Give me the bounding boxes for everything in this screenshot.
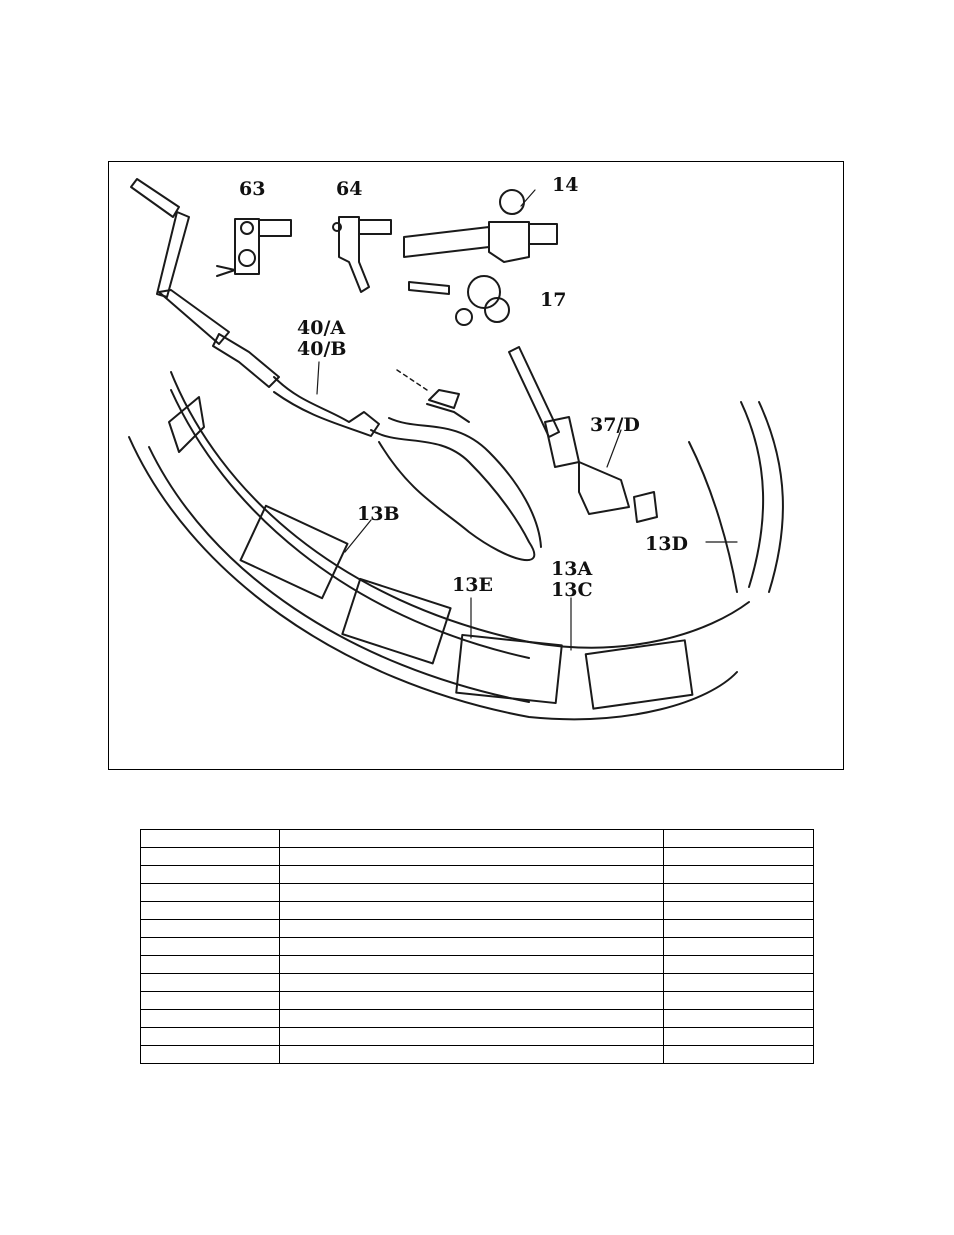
part-17-drawing <box>408 275 510 326</box>
parts-table-body <box>140 829 814 1064</box>
table-cell <box>140 1045 280 1064</box>
flexible-shaft-drawing <box>370 369 542 562</box>
table-cell <box>663 883 814 902</box>
table-row <box>140 937 814 956</box>
part-14-drawing <box>403 189 558 263</box>
table-cell <box>663 901 814 920</box>
table-row <box>140 919 814 938</box>
table-row <box>140 955 814 974</box>
parts-table <box>140 829 814 1064</box>
table-row <box>140 973 814 992</box>
table-cell <box>140 1009 280 1028</box>
table-cell <box>663 937 814 956</box>
callout-13a: 13A <box>551 558 592 580</box>
table-row <box>140 829 814 848</box>
parts-diagram: 63 64 14 17 40/A 40/B 37/D 13B 13D 13E 1… <box>128 174 784 721</box>
table-cell <box>140 991 280 1010</box>
callout-13b: 13B <box>357 503 400 525</box>
callout-64: 64 <box>336 178 362 200</box>
table-row <box>140 901 814 920</box>
table-cell <box>279 991 664 1010</box>
callout-17: 17 <box>540 289 566 311</box>
table-cell <box>279 919 664 938</box>
table-cell <box>663 1009 814 1028</box>
table-cell <box>140 919 280 938</box>
callout-63: 63 <box>239 178 265 200</box>
table-row <box>140 865 814 884</box>
table-cell <box>663 829 814 848</box>
table-cell <box>279 829 664 848</box>
table-cell <box>279 973 664 992</box>
table-cell <box>279 883 664 902</box>
table-cell <box>663 955 814 974</box>
table-cell <box>140 937 280 956</box>
strap-drawing <box>128 371 750 721</box>
table-cell <box>140 847 280 866</box>
table-cell <box>140 883 280 902</box>
table-cell <box>663 847 814 866</box>
table-row <box>140 1027 814 1046</box>
table-cell <box>279 1009 664 1028</box>
table-row <box>140 883 814 902</box>
callout-37d: 37/D <box>590 414 640 436</box>
table-cell <box>279 937 664 956</box>
part-37d-drawing <box>508 346 658 523</box>
table-cell <box>140 865 280 884</box>
crank-handle-drawing <box>130 178 380 437</box>
table-cell <box>663 973 814 992</box>
table-cell <box>140 1027 280 1046</box>
table-row <box>140 1045 814 1064</box>
table-cell <box>140 955 280 974</box>
table-cell <box>663 1027 814 1046</box>
callout-40a: 40/A <box>297 317 345 339</box>
table-cell <box>663 919 814 938</box>
table-cell <box>663 865 814 884</box>
table-cell <box>279 1045 664 1064</box>
callout-13d: 13D <box>645 533 688 555</box>
table-row <box>140 991 814 1010</box>
parts-diagram-frame: 63 64 14 17 40/A 40/B 37/D 13B 13D 13E 1… <box>108 161 844 770</box>
table-row <box>140 847 814 866</box>
table-cell <box>279 955 664 974</box>
table-row <box>140 1009 814 1028</box>
callout-13c: 13C <box>551 579 593 601</box>
strap-13d-drawing <box>688 401 784 593</box>
part-63-drawing <box>216 218 292 277</box>
table-cell <box>663 991 814 1010</box>
callout-14: 14 <box>552 174 578 196</box>
table-cell <box>279 1027 664 1046</box>
table-cell <box>663 1045 814 1064</box>
table-cell <box>140 829 280 848</box>
callout-40b: 40/B <box>297 338 346 360</box>
table-cell <box>140 901 280 920</box>
table-cell <box>279 865 664 884</box>
table-cell <box>140 973 280 992</box>
table-cell <box>279 901 664 920</box>
table-cell <box>279 847 664 866</box>
part-64-drawing <box>332 216 392 293</box>
callout-13e: 13E <box>452 574 493 596</box>
